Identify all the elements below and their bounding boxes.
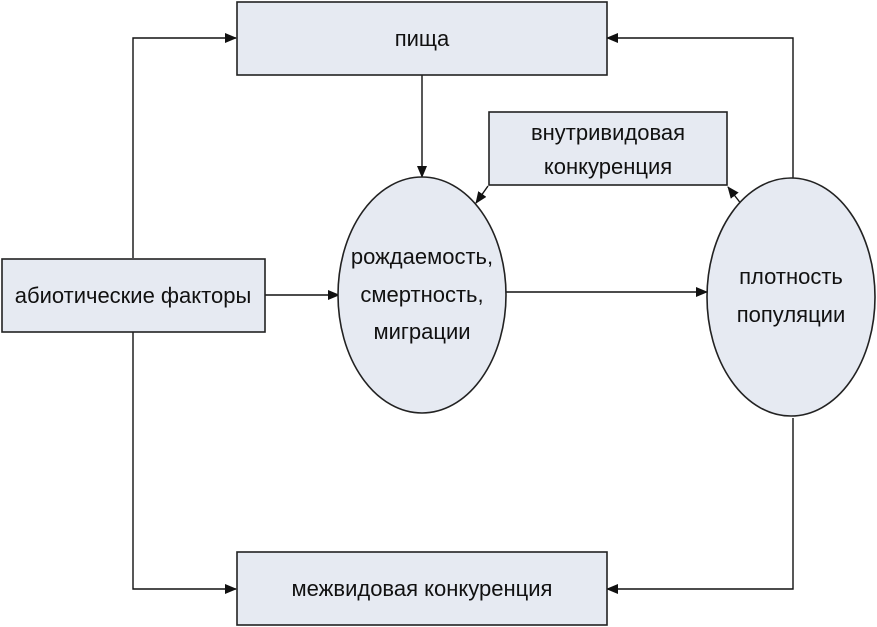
food-box (236, 1, 608, 76)
density-label-line1: плотность (739, 264, 843, 289)
node-intraspecific-competition: внутривидовая конкуренция (488, 111, 728, 186)
edge-abiotic-to-food (132, 33, 237, 258)
intraspecific-label-line2: конкуренция (544, 154, 672, 179)
vital-rates-ellipse (337, 176, 507, 414)
interspecific-box (236, 551, 608, 626)
intraspecific-box (488, 111, 728, 186)
node-food: пища (236, 1, 608, 76)
density-label-line2: популяции (737, 302, 846, 327)
node-abiotic-factors: абиотические факторы (1, 258, 266, 333)
density-ellipse (706, 177, 876, 417)
node-interspecific-competition: межвидовая конкуренция (236, 551, 608, 626)
edge-density-to-interspecific (606, 418, 794, 594)
interspecific-label: межвидовая конкуренция (292, 576, 553, 601)
food-label: пища (395, 26, 450, 51)
edge-abiotic-to-interspecific (132, 332, 237, 594)
edge-intraspecific-to-vital-rates (475, 185, 489, 204)
vital-rates-label-line2: смертность, (360, 282, 483, 307)
intraspecific-label-line1: внутривидовая (531, 120, 685, 145)
vital-rates-label-line1: рождаемость, (351, 244, 493, 269)
abiotic-label: абиотические факторы (15, 283, 252, 308)
abiotic-box (1, 258, 266, 333)
node-population-density: плотность популяции (706, 177, 876, 417)
vital-rates-label-line3: миграции (373, 319, 470, 344)
edges (132, 33, 794, 594)
edge-density-to-food (606, 33, 794, 178)
node-vital-rates: рождаемость, смертность, миграции (337, 176, 507, 414)
